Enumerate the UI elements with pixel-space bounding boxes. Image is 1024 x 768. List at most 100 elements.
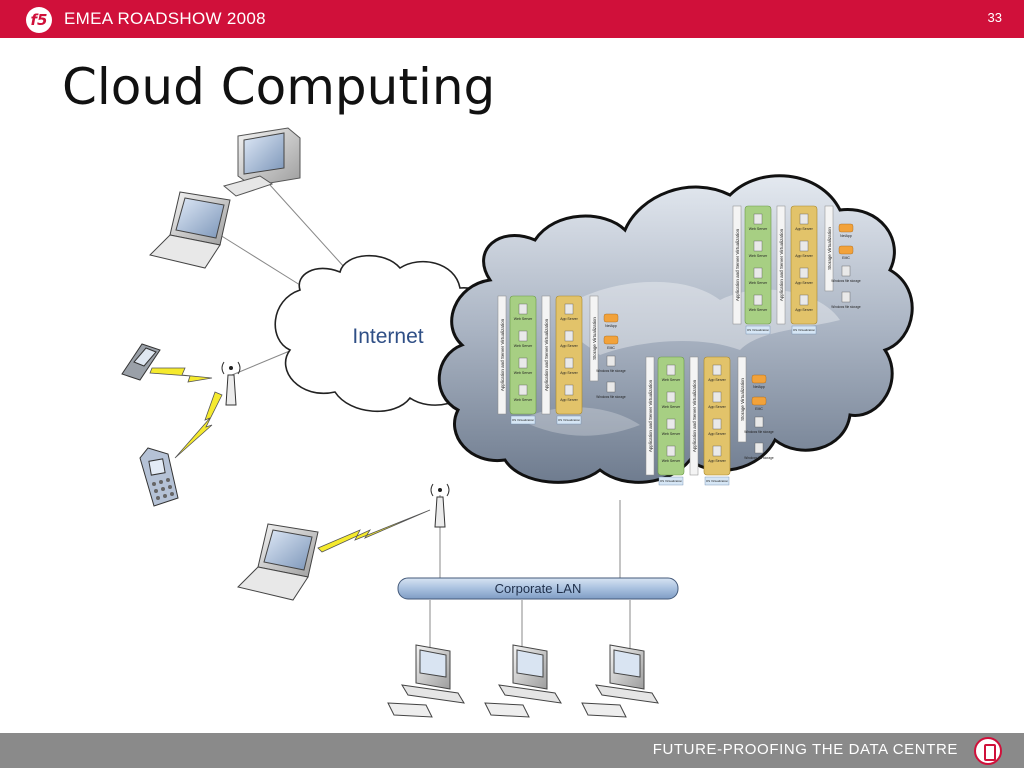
server-icon — [753, 294, 763, 306]
virtualization-strip — [732, 205, 742, 325]
os-virtualization-label: OS Virtualization — [793, 328, 816, 332]
virtualization-label: Application and Server Virtualization — [779, 228, 784, 301]
virtualization-label: Application and Server Virtualization — [648, 379, 653, 452]
server-label: Web Server — [514, 398, 533, 402]
os-virtualization-label: OS Virtualization — [706, 479, 729, 483]
server-icon — [518, 357, 528, 369]
slide-number: 33 — [987, 10, 1002, 25]
file-storage-label: Windows file storage — [744, 430, 774, 434]
app-server-label: App Server — [560, 371, 578, 375]
os-virtualization-box — [658, 476, 684, 486]
app-server-label: App Server — [708, 405, 726, 409]
desktop-computer-icon — [222, 127, 301, 197]
netapp-storage-icon — [838, 223, 854, 233]
storage-virtualization-label: Storage Virtualization — [740, 378, 745, 421]
file-storage-icon — [754, 416, 764, 428]
server-icon — [753, 213, 763, 225]
server-icon — [564, 384, 574, 396]
server-label: Web Server — [749, 227, 768, 231]
virtualization-strip — [645, 356, 655, 476]
app-server-label: App Server — [560, 344, 578, 348]
server-icon — [799, 240, 809, 252]
server-icon — [518, 330, 528, 342]
corporate-lan-bar: Corporate LAN — [397, 577, 679, 600]
app-server-column — [555, 295, 583, 415]
app-server-label: App Server — [560, 317, 578, 321]
server-icon — [518, 303, 528, 315]
server-icon — [712, 445, 722, 457]
workstation-icon — [387, 644, 465, 718]
os-virtualization-label: OS Virtualization — [512, 418, 535, 422]
f5-logo: f5 — [26, 7, 52, 33]
file-storage-label: Windows file storage — [831, 305, 861, 309]
virtualization-label: Application and Server Virtualization — [500, 318, 505, 391]
handheld-device-icon — [139, 447, 179, 507]
server-icon — [712, 364, 722, 376]
server-icon — [799, 294, 809, 306]
server-label: Web Server — [749, 281, 768, 285]
virtualization-strip — [497, 295, 507, 415]
lan-label: Corporate LAN — [495, 581, 582, 596]
server-label: Web Server — [514, 344, 533, 348]
file-storage-label: Windows file storage — [744, 456, 774, 460]
file-storage-icon — [606, 355, 616, 367]
app-server-label: App Server — [795, 254, 813, 258]
server-icon — [564, 303, 574, 315]
emc-label: EMC — [842, 256, 850, 260]
footer-tagline: FUTURE-PROOFING THE DATA CENTRE — [652, 741, 958, 758]
server-label: Web Server — [749, 254, 768, 258]
server-icon — [666, 445, 676, 457]
os-virtualization-label: OS Virtualization — [660, 479, 683, 483]
storage-virtualization-label: Storage Virtualization — [827, 227, 832, 270]
app-server-label: App Server — [708, 459, 726, 463]
cell-phone-icon — [121, 343, 161, 381]
server-icon — [753, 267, 763, 279]
page-title: Cloud Computing — [62, 58, 496, 116]
netapp-label: NetApp — [753, 385, 765, 389]
server-label: Web Server — [662, 405, 681, 409]
app-server-label: App Server — [560, 398, 578, 402]
wireless-signal-icon — [149, 367, 431, 553]
os-virtualization-label: OS Virtualization — [558, 418, 581, 422]
datacentre-icon — [974, 737, 1002, 765]
server-label: Web Server — [514, 371, 533, 375]
server-label: Web Server — [749, 308, 768, 312]
file-storage-icon — [841, 291, 851, 303]
server-icon — [518, 384, 528, 396]
virtualization-label: Application and Server Virtualization — [544, 318, 549, 391]
laptop-icon — [149, 191, 231, 269]
file-storage-label: Windows file storage — [596, 369, 626, 373]
brand-title: EMEA ROADSHOW 2008 — [64, 9, 266, 28]
os-virtualization-box — [704, 476, 730, 486]
netapp-label: NetApp — [605, 324, 617, 328]
virtualization-label: Application and Server Virtualization — [735, 228, 740, 301]
app-server-column — [703, 356, 731, 476]
app-server-column — [790, 205, 818, 325]
file-storage-icon — [606, 381, 616, 393]
laptop-icon — [237, 523, 319, 601]
file-storage-label: Windows file storage — [831, 279, 861, 283]
emc-label: EMC — [755, 407, 763, 411]
workstation-icon — [484, 644, 562, 718]
app-server-label: App Server — [795, 308, 813, 312]
file-storage-label: Windows file storage — [596, 395, 626, 399]
storage-strip — [737, 356, 747, 443]
virtualization-label: Application and Server Virtualization — [692, 379, 697, 452]
storage-strip — [589, 295, 599, 382]
server-label: Web Server — [514, 317, 533, 321]
server-icon — [666, 418, 676, 430]
virtualization-strip — [541, 295, 551, 415]
os-virtualization-box — [556, 415, 582, 425]
storage-strip — [824, 205, 834, 292]
internet-label: Internet — [352, 325, 423, 348]
file-storage-icon — [841, 265, 851, 277]
emc-storage-icon — [838, 245, 854, 255]
os-virtualization-label: OS Virtualization — [747, 328, 770, 332]
file-storage-icon — [754, 442, 764, 454]
os-virtualization-box — [745, 325, 771, 335]
header-bar: f5 EMEA ROADSHOW 2008 33 — [0, 0, 1024, 38]
server-icon — [564, 330, 574, 342]
virtualization-strip — [689, 356, 699, 476]
